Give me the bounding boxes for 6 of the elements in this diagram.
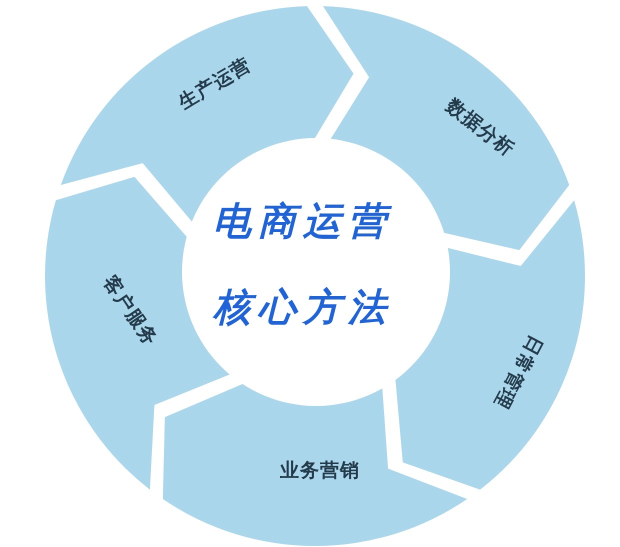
segment-label: 日常管理 [490,332,546,412]
center-title: 电商运营核心方法 [213,197,394,331]
segment-label: 生产运营 [175,54,255,114]
segment-label: 客户服务 [98,272,162,350]
segment-label: 业务营销 [280,460,360,482]
segment-label: 数据分析 [442,95,518,161]
